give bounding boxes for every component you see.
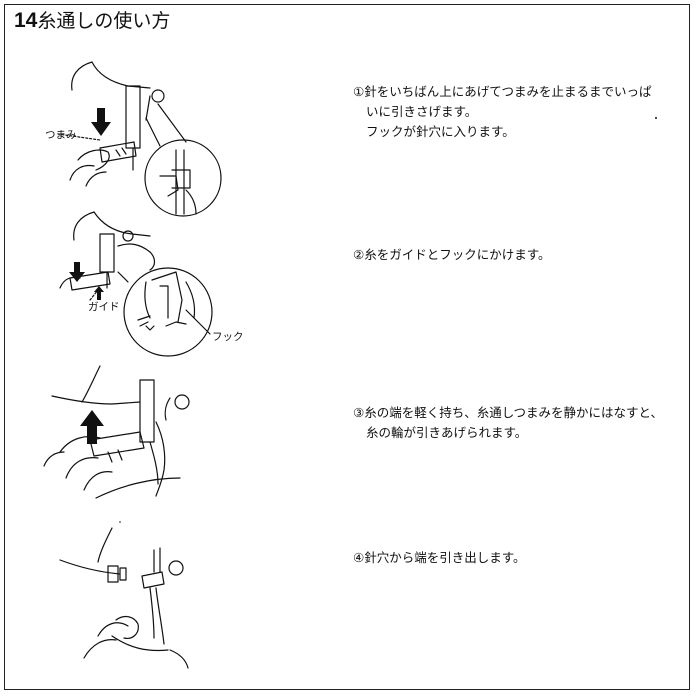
step-1-line-3: フックが針穴に入ります。 [366, 124, 515, 139]
illustration-step-2 [59, 211, 213, 357]
page-frame [4, 4, 690, 690]
illustration-step-3 [43, 365, 190, 499]
step-1-line-2: いに引きさげます。 [366, 104, 478, 119]
step-4-line-1: ④針穴から端を引き出します。 [353, 550, 526, 565]
step-3-line-2: 糸の輪が引きあげられます。 [366, 425, 528, 440]
step-1: ①針をいちばん上にあげてつまみを止まるまでいっぱ いに引きさげます。 フックが針… [353, 82, 683, 142]
arrow-down-icon-2 [69, 262, 85, 282]
illustration-step-4 [59, 527, 189, 669]
label-guide: ガイド [88, 301, 120, 313]
step-2-line-1: ②糸をガイドとフックにかけます。 [353, 247, 551, 262]
label-knob: つまみ [45, 129, 77, 141]
illustration-step-1 [57, 61, 222, 217]
speck [119, 521, 121, 523]
step-3: ③糸の端を軽く持ち、糸通しつまみを静かにはなすと、 糸の輪が引きあげられます。 [353, 403, 683, 443]
title-text: 糸通しの使い方 [37, 10, 171, 32]
step-4: ④針穴から端を引き出します。 [353, 548, 683, 568]
step-1-line-1: ①針をいちばん上にあげてつまみを止まるまでいっぱ [353, 84, 652, 99]
arrow-down-icon [91, 108, 111, 136]
title-number: 14 [14, 9, 38, 32]
label-hook: フック [212, 331, 244, 343]
arrow-up-icon [80, 410, 104, 444]
step-2: ②糸をガイドとフックにかけます。 [353, 245, 683, 265]
speck [655, 117, 657, 119]
step-3-line-1: ③糸の端を軽く持ち、糸通しつまみを静かにはなすと、 [353, 405, 663, 420]
page-title: 14糸通しの使い方 [14, 9, 170, 33]
arrow-up-small-icon [94, 286, 104, 300]
